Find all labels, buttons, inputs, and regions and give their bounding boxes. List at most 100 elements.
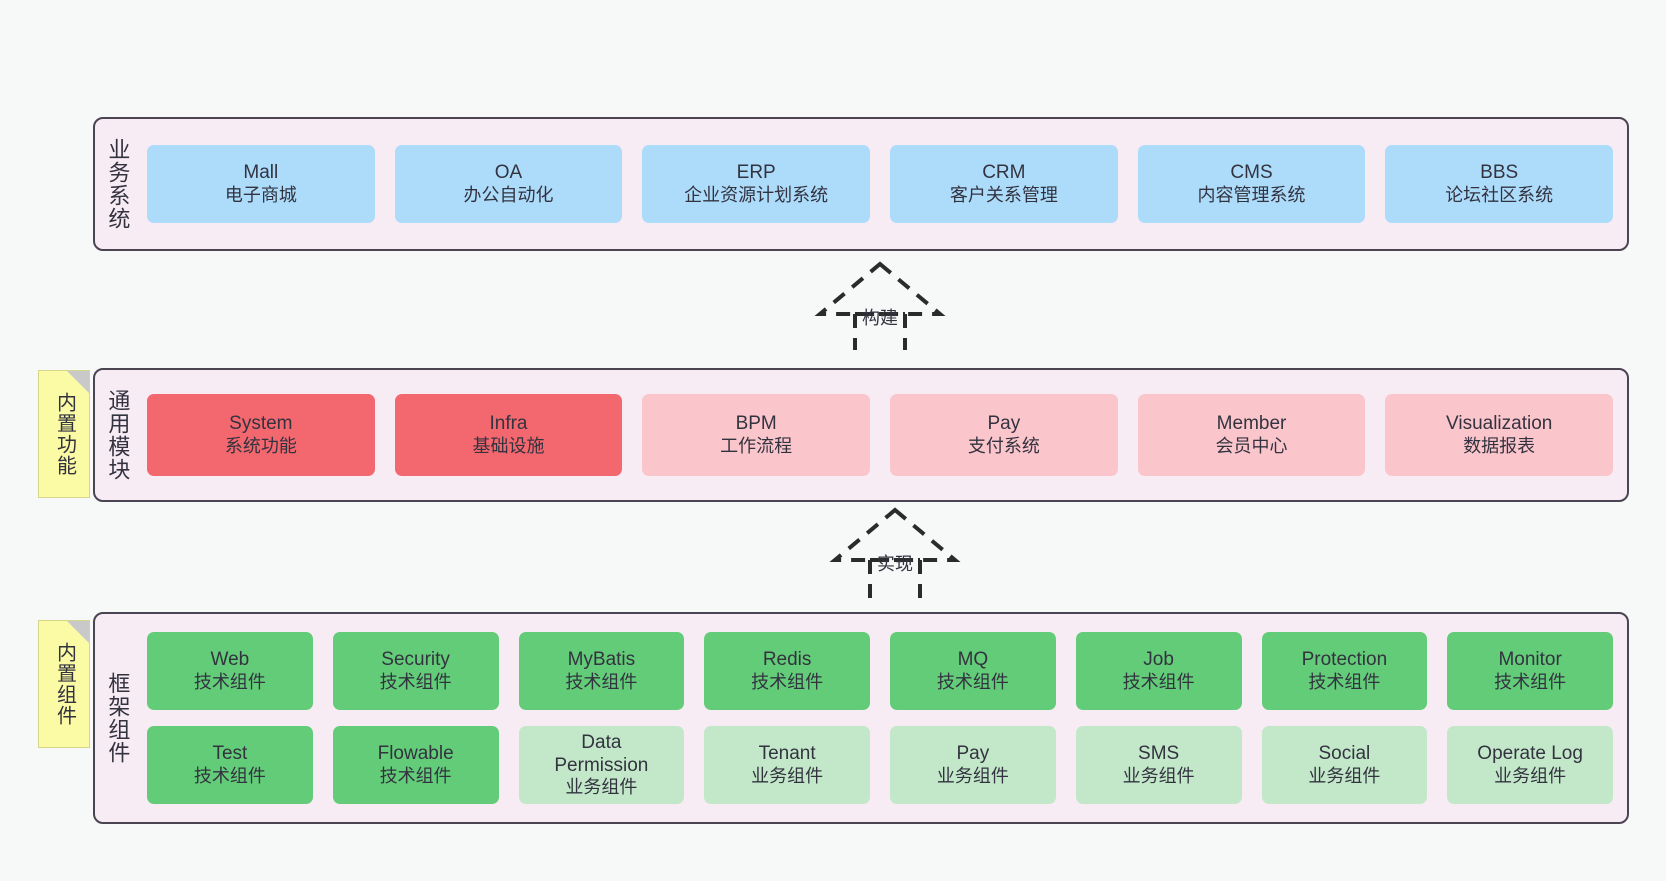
card-desc: 技术组件 <box>193 671 266 692</box>
card-pay[interactable]: Pay 支付系统 <box>890 394 1118 476</box>
card-job[interactable]: Job 技术组件 <box>1075 632 1242 710</box>
card-test[interactable]: Test 技术组件 <box>147 726 313 804</box>
card-desc: 业务组件 <box>565 777 638 798</box>
card-desc: 电子商城 <box>224 184 297 205</box>
card-desc: 技术组件 <box>193 765 266 786</box>
card-title: Pay <box>956 743 990 765</box>
card-title: Operate Log <box>1477 743 1583 765</box>
section-title-common-modules: 通用模块 <box>105 389 131 481</box>
card-protection[interactable]: Protection 技术组件 <box>1261 632 1428 710</box>
card-erp[interactable]: ERP 企业资源计划系统 <box>642 145 871 223</box>
card-title: OA <box>494 162 523 184</box>
card-social[interactable]: Social 业务组件 <box>1261 726 1428 804</box>
card-operate-log[interactable]: Operate Log 业务组件 <box>1447 726 1613 804</box>
card-desc: 内容管理系统 <box>1197 184 1306 205</box>
section-framework-components: 框架组件 Web 技术组件 Security 技术组件 MyBatis 技术组件… <box>93 612 1629 824</box>
card-row: System 系统功能 Infra 基础设施 BPM 工作流程 Pay 支付系统… <box>147 394 1614 476</box>
card-mq[interactable]: MQ 技术组件 <box>890 632 1056 710</box>
card-desc: 技术组件 <box>379 765 452 786</box>
card-title: Security <box>381 649 450 671</box>
arrow-stem <box>853 312 907 350</box>
card-title: Social <box>1318 743 1371 765</box>
card-title: BPM <box>735 413 777 435</box>
card-visualization[interactable]: Visualization 数据报表 <box>1385 394 1614 476</box>
section-title-framework-components: 框架组件 <box>105 672 131 764</box>
card-oa[interactable]: OA 办公自动化 <box>394 145 623 223</box>
section-common-modules: 通用模块 System 系统功能 Infra 基础设施 BPM 工作流程 Pay… <box>93 368 1629 502</box>
card-title: MyBatis <box>567 649 636 671</box>
card-desc: 会员中心 <box>1215 435 1288 456</box>
card-title: CRM <box>982 162 1026 184</box>
card-infra[interactable]: Infra 基础设施 <box>394 394 623 476</box>
connector-build-label: 构建 <box>862 308 898 328</box>
card-cms[interactable]: CMS 内容管理系统 <box>1137 145 1366 223</box>
card-title: Web <box>210 649 250 671</box>
card-redis[interactable]: Redis 技术组件 <box>704 632 870 710</box>
card-title: System <box>229 413 293 435</box>
card-pay-business[interactable]: Pay 业务组件 <box>890 726 1056 804</box>
card-desc: 企业资源计划系统 <box>684 184 829 205</box>
section-body-common-modules: System 系统功能 Infra 基础设施 BPM 工作流程 Pay 支付系统… <box>139 370 1627 500</box>
card-row: Test 技术组件 Flowable 技术组件 Data Permission … <box>147 726 1613 804</box>
arrow-stem <box>868 558 922 600</box>
card-tenant[interactable]: Tenant 业务组件 <box>704 726 870 804</box>
section-business-systems: 业务系统 Mall 电子商城 OA 办公自动化 ERP 企业资源计划系统 CRM… <box>93 117 1629 251</box>
section-title-business-systems: 业务系统 <box>105 138 131 230</box>
card-title: SMS <box>1138 743 1180 765</box>
card-desc: 技术组件 <box>1494 671 1567 692</box>
card-desc: 技术组件 <box>1308 671 1381 692</box>
card-crm[interactable]: CRM 客户关系管理 <box>890 145 1118 223</box>
card-desc: 技术组件 <box>565 671 638 692</box>
card-title: Job <box>1143 649 1174 671</box>
card-title: Monitor <box>1498 649 1562 671</box>
card-bbs[interactable]: BBS 论坛社区系统 <box>1385 145 1614 223</box>
card-desc: 技术组件 <box>1122 671 1195 692</box>
card-member[interactable]: Member 会员中心 <box>1137 394 1366 476</box>
card-desc: 基础设施 <box>472 435 545 456</box>
connector-implement: 实现 <box>820 507 970 600</box>
card-title: Redis <box>762 649 812 671</box>
card-title: Visualization <box>1446 413 1553 435</box>
card-data-permission[interactable]: Data Permission 业务组件 <box>518 726 685 804</box>
card-row: Mall 电子商城 OA 办公自动化 ERP 企业资源计划系统 CRM 客户关系… <box>147 145 1614 223</box>
connector-implement-label: 实现 <box>877 554 913 574</box>
card-flowable[interactable]: Flowable 技术组件 <box>332 726 499 804</box>
card-sms[interactable]: SMS 业务组件 <box>1075 726 1242 804</box>
card-monitor[interactable]: Monitor 技术组件 <box>1447 632 1613 710</box>
card-title: Member <box>1216 413 1287 435</box>
arrowhead-triangle <box>829 507 961 562</box>
connector-build: 构建 <box>805 261 955 350</box>
card-title: Data Permission <box>554 731 649 777</box>
card-title: Tenant <box>758 743 816 765</box>
card-row: Web 技术组件 Security 技术组件 MyBatis 技术组件 Redi… <box>147 632 1613 710</box>
card-desc: 工作流程 <box>720 435 793 456</box>
card-title: CMS <box>1230 162 1273 184</box>
card-security[interactable]: Security 技术组件 <box>332 632 499 710</box>
note-builtin-components: 内置组件 <box>38 620 90 748</box>
card-title: MQ <box>957 649 989 671</box>
card-title: Pay <box>987 413 1021 435</box>
note-builtin-features: 内置功能 <box>38 370 90 498</box>
card-title: ERP <box>736 162 776 184</box>
card-desc: 技术组件 <box>751 671 824 692</box>
note-label: 内置功能 <box>53 392 76 476</box>
card-mall[interactable]: Mall 电子商城 <box>147 145 375 223</box>
card-title: Mall <box>243 162 279 184</box>
card-desc: 业务组件 <box>1308 765 1381 786</box>
card-desc: 论坛社区系统 <box>1445 184 1554 205</box>
note-fold-corner <box>67 371 89 393</box>
note-label: 内置组件 <box>53 642 76 726</box>
card-desc: 业务组件 <box>936 765 1009 786</box>
card-web[interactable]: Web 技术组件 <box>147 632 313 710</box>
card-desc: 数据报表 <box>1463 435 1536 456</box>
card-bpm[interactable]: BPM 工作流程 <box>642 394 871 476</box>
card-desc: 技术组件 <box>379 671 452 692</box>
card-desc: 业务组件 <box>1494 765 1567 786</box>
card-system[interactable]: System 系统功能 <box>147 394 375 476</box>
card-title: Infra <box>489 413 528 435</box>
card-desc: 办公自动化 <box>463 184 554 205</box>
card-desc: 客户关系管理 <box>949 184 1058 205</box>
card-mybatis[interactable]: MyBatis 技术组件 <box>518 632 685 710</box>
section-body-business-systems: Mall 电子商城 OA 办公自动化 ERP 企业资源计划系统 CRM 客户关系… <box>139 119 1627 249</box>
card-desc: 系统功能 <box>224 435 297 456</box>
